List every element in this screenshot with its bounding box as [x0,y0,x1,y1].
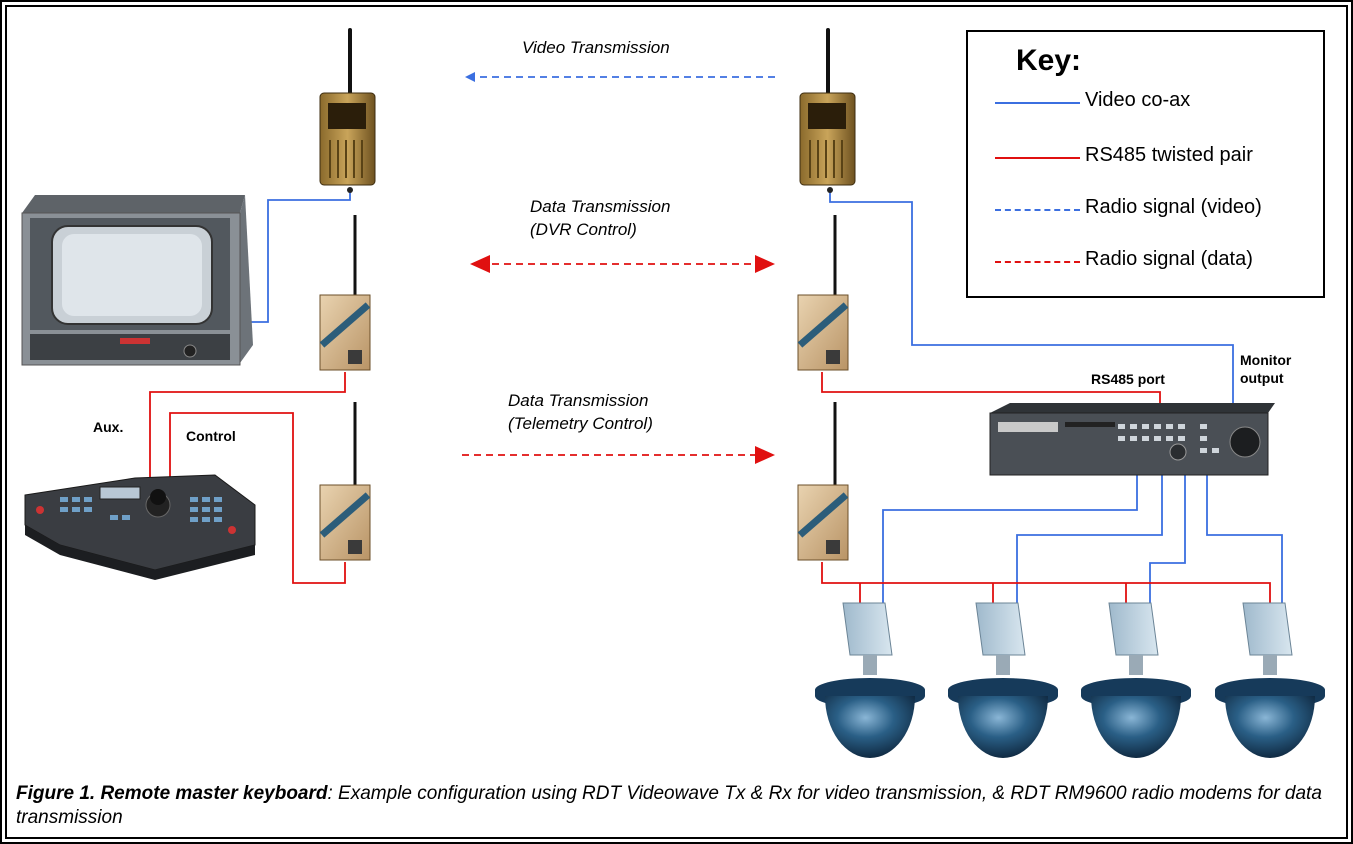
aux-port-label: Aux. [93,419,124,435]
video-coax-cables [240,192,1283,603]
video-transmission-label: Video Transmission [522,38,670,57]
telemetry-control-label: (Telemetry Control) [508,414,653,433]
legend-key: Key: Video co-ax RS485 twisted pair Radi… [966,30,1325,298]
legend-label: Video co-ax [1085,89,1191,111]
videowave-rx [799,28,856,193]
legend-swatch [995,209,1080,211]
radio-modem-left-dvr [319,215,371,371]
legend-item-radio-data: Radio signal (data) [968,246,1323,276]
inner-frame [5,5,1348,839]
legend-swatch [995,102,1080,104]
radio-modem-right-dvr [797,215,849,371]
keyboard-controller [24,474,256,580]
legend-label: Radio signal (video) [1085,196,1262,218]
figure-caption: Figure 1. Remote master keyboard: Exampl… [16,782,1336,830]
crt-monitor [21,195,253,366]
rs485-port-label: RS485 port [1091,371,1165,387]
legend-item-rs485: RS485 twisted pair [968,142,1323,172]
legend-item-radio-video: Radio signal (video) [968,194,1323,224]
dome-camera-3 [1081,602,1191,758]
legend-label: RS485 twisted pair [1085,144,1253,166]
dome-camera-4 [1215,602,1325,758]
dvr-recorder [989,403,1275,476]
legend-label: Radio signal (data) [1085,248,1253,270]
dvr-data-transmission-label: Data Transmission [530,197,671,216]
dvr-control-label: (DVR Control) [530,220,637,239]
radio-modem-right-telemetry [797,402,849,561]
monitor-output-label-line1: Monitor [1240,352,1292,368]
dome-camera-2 [948,602,1058,758]
radio-modem-left-telemetry [319,402,371,561]
legend-title: Key: [1016,44,1082,77]
figure-caption-text: : Example configuration using RDT Videow… [16,783,1322,828]
telemetry-data-transmission-label: Data Transmission [508,391,649,410]
control-port-label: Control [186,428,236,444]
dome-camera-1 [815,602,925,758]
legend-swatch [995,261,1080,263]
videowave-tx [319,28,376,193]
legend-swatch [995,157,1080,159]
figure-caption-title: Figure 1. Remote master keyboard [16,783,328,804]
monitor-output-label-line2: output [1240,370,1284,386]
legend-item-video-coax: Video co-ax [968,87,1323,117]
